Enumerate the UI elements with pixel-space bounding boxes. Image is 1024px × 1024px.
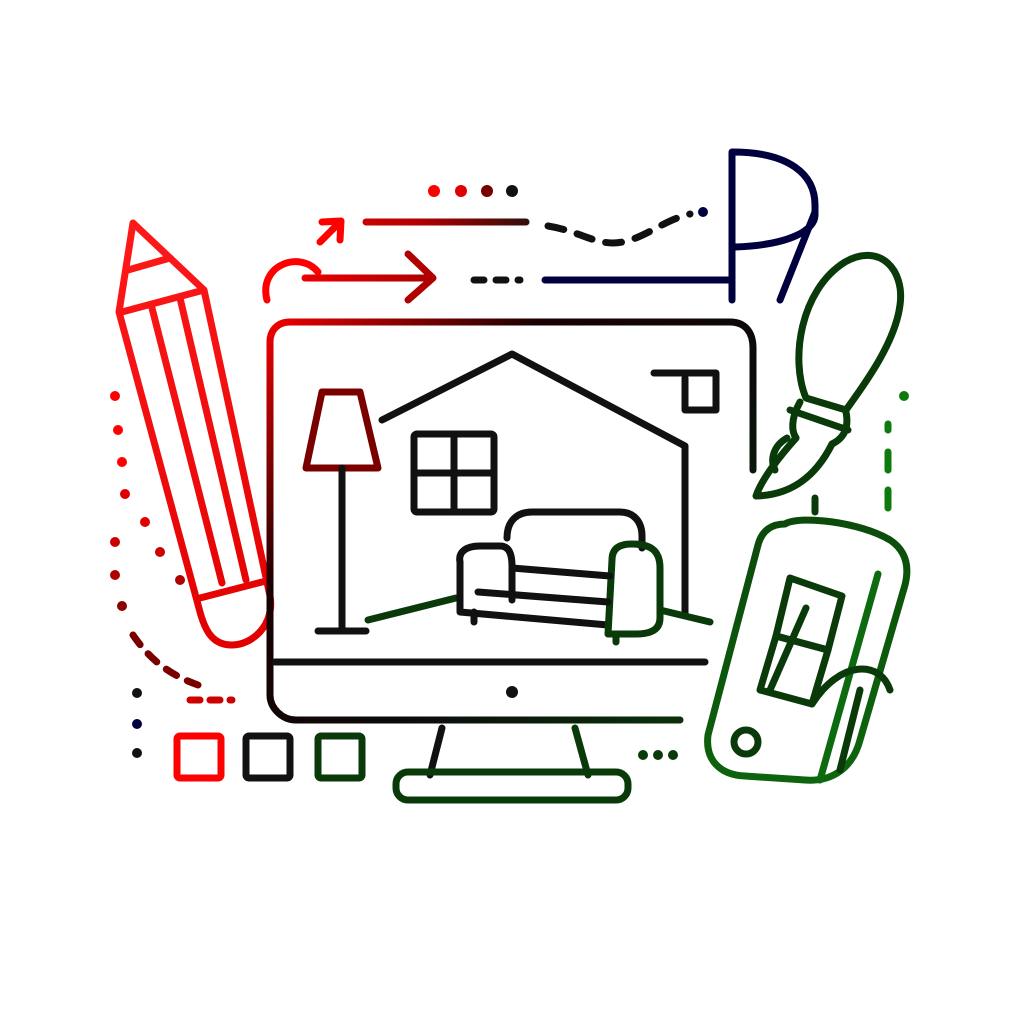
monitor-icon [266, 318, 757, 804]
monitor-power-dot [506, 686, 518, 698]
swatch-pivot-circle [730, 726, 762, 758]
small-arrow-icon [316, 217, 345, 246]
floor-lamp-icon [302, 388, 382, 635]
armchair-icon [456, 508, 664, 646]
palette-squares [173, 732, 366, 782]
paintbrush-icon [752, 252, 905, 500]
paper-roll-icon [728, 148, 819, 304]
bottom-right-dots [638, 750, 678, 760]
palette-square-red [173, 732, 225, 782]
arrow-icon [262, 250, 734, 304]
pencil-icon [115, 219, 275, 649]
palette-square-black [242, 732, 294, 782]
house-icon [364, 350, 720, 626]
palette-square-green [314, 732, 366, 782]
right-dotted-line [811, 391, 909, 516]
top-dots [428, 185, 518, 197]
color-swatch-icon [704, 516, 911, 784]
monitor-stand-base [392, 768, 632, 804]
left-dotted-arc [110, 391, 236, 758]
window-icon [410, 430, 498, 516]
top-flow-lines [362, 207, 708, 247]
